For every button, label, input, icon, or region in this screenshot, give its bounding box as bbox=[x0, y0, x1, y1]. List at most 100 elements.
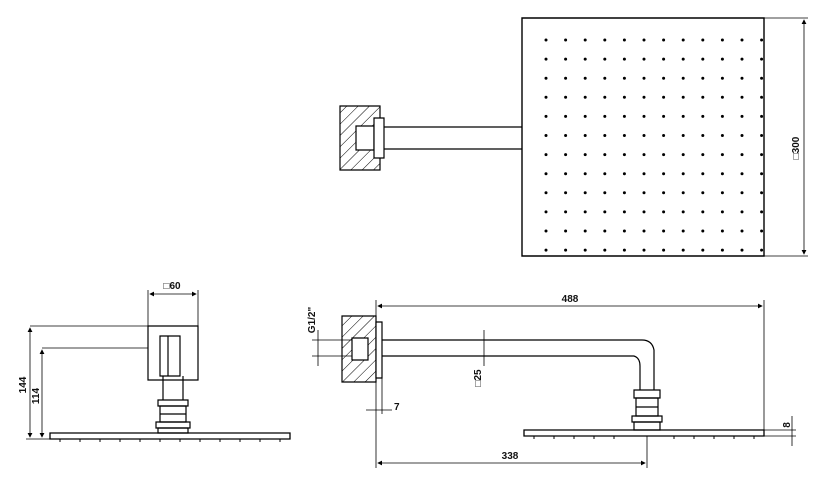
nozzle-dot bbox=[583, 229, 587, 233]
nozzle-dot bbox=[720, 134, 724, 137]
nozzle-dot bbox=[662, 172, 666, 176]
top-shower-head bbox=[522, 18, 764, 256]
nozzle-dot bbox=[642, 229, 646, 233]
nozzle-dot bbox=[583, 57, 587, 61]
nozzle-dot bbox=[603, 134, 607, 137]
nozzle-dot bbox=[701, 248, 705, 252]
nozzle-dot bbox=[740, 229, 744, 233]
nozzle-dot bbox=[681, 248, 685, 252]
nozzle-dot bbox=[583, 191, 587, 195]
nozzle-dot bbox=[603, 210, 607, 214]
nozzle-dot bbox=[662, 229, 666, 233]
nozzle-dot bbox=[622, 248, 626, 252]
nozzle-dot bbox=[564, 210, 568, 214]
nozzle-dot bbox=[740, 38, 744, 42]
nozzle-dot bbox=[740, 76, 744, 80]
nozzle-dot bbox=[564, 114, 568, 118]
nozzle-dot bbox=[603, 248, 607, 252]
side-shower-head bbox=[524, 430, 764, 436]
nozzle-dot bbox=[603, 76, 607, 80]
nozzle-dot bbox=[760, 191, 764, 195]
nozzle-dot bbox=[740, 57, 744, 61]
nozzle-dot bbox=[701, 134, 705, 137]
nozzle-dot bbox=[681, 134, 685, 137]
nozzle-dot bbox=[662, 38, 666, 42]
nozzle-dot bbox=[622, 57, 626, 61]
nozzle-dot bbox=[681, 191, 685, 195]
nozzle-dot bbox=[544, 248, 548, 252]
nozzle-dot bbox=[662, 114, 666, 118]
nozzle-dot bbox=[662, 153, 666, 157]
nozzle-dot bbox=[701, 172, 705, 176]
nozzle-dot bbox=[720, 248, 724, 252]
nozzle-dot bbox=[603, 172, 607, 176]
nozzle-dot bbox=[681, 76, 685, 80]
nozzle-dot bbox=[544, 134, 548, 137]
nozzle-dot bbox=[622, 153, 626, 157]
nozzle-dot bbox=[760, 172, 764, 176]
nozzle-dot bbox=[583, 114, 587, 118]
nozzle-dot bbox=[642, 191, 646, 195]
nozzle-dot bbox=[681, 57, 685, 61]
nozzle-dot bbox=[642, 153, 646, 157]
nozzle-dot bbox=[583, 153, 587, 157]
nozzle-dot bbox=[681, 38, 685, 42]
nozzle-dot bbox=[622, 38, 626, 42]
dim-7-label: 7 bbox=[394, 402, 400, 413]
nozzle-dot bbox=[720, 229, 724, 233]
nozzle-dot bbox=[544, 38, 548, 42]
nozzle-dot bbox=[701, 229, 705, 233]
nozzle-dot bbox=[681, 229, 685, 233]
nozzle-dot bbox=[760, 153, 764, 157]
nozzle-dot bbox=[564, 38, 568, 42]
nozzle-dot bbox=[720, 114, 724, 118]
nozzle-dot bbox=[642, 210, 646, 214]
nozzle-dot bbox=[760, 57, 764, 61]
nozzle-dot bbox=[603, 191, 607, 195]
nozzle-dot bbox=[760, 38, 764, 42]
nozzle-dot bbox=[583, 76, 587, 80]
dim-60-label: □60 bbox=[163, 281, 181, 292]
dim-thread-label: G1/2" bbox=[307, 307, 318, 334]
dim-300-label: □300 bbox=[791, 136, 802, 159]
nozzle-dot bbox=[622, 114, 626, 118]
nozzle-dot bbox=[544, 114, 548, 118]
nozzle-dot bbox=[544, 172, 548, 176]
nozzle-dot bbox=[740, 134, 744, 137]
nozzle-dot bbox=[564, 153, 568, 157]
nozzle-dot bbox=[622, 76, 626, 80]
nozzle-dot bbox=[701, 95, 705, 99]
nozzle-dot bbox=[701, 38, 705, 42]
nozzle-dot bbox=[642, 114, 646, 118]
nozzle-dot bbox=[720, 210, 724, 214]
nozzle-dot bbox=[662, 57, 666, 61]
nozzle-dot bbox=[681, 153, 685, 157]
nozzle-dot bbox=[642, 76, 646, 80]
nozzle-dot bbox=[564, 191, 568, 195]
nozzle-dot bbox=[603, 38, 607, 42]
nozzle-dot bbox=[544, 191, 548, 195]
nozzle-dot bbox=[564, 134, 568, 137]
nozzle-dot bbox=[564, 76, 568, 80]
front-flange bbox=[148, 326, 198, 380]
nozzle-dot bbox=[583, 134, 587, 137]
nozzle-dot bbox=[583, 210, 587, 214]
nozzle-dot bbox=[564, 95, 568, 99]
nozzle-dot bbox=[642, 172, 646, 176]
nozzle-dot bbox=[564, 248, 568, 252]
nozzle-dot bbox=[662, 76, 666, 80]
nozzle-dot bbox=[740, 172, 744, 176]
nozzle-dot bbox=[701, 76, 705, 80]
nozzle-dot bbox=[583, 95, 587, 99]
nozzle-dot bbox=[740, 248, 744, 252]
nozzle-dot bbox=[760, 134, 764, 137]
nozzle-dot bbox=[622, 191, 626, 195]
nozzle-dot bbox=[720, 191, 724, 195]
nozzle-dot bbox=[544, 210, 548, 214]
nozzle-dot bbox=[564, 57, 568, 61]
nozzle-dot bbox=[760, 210, 764, 214]
nozzle-dot bbox=[622, 134, 626, 137]
nozzle-dot bbox=[564, 229, 568, 233]
nozzle-dot bbox=[760, 76, 764, 80]
nozzle-dot bbox=[622, 172, 626, 176]
